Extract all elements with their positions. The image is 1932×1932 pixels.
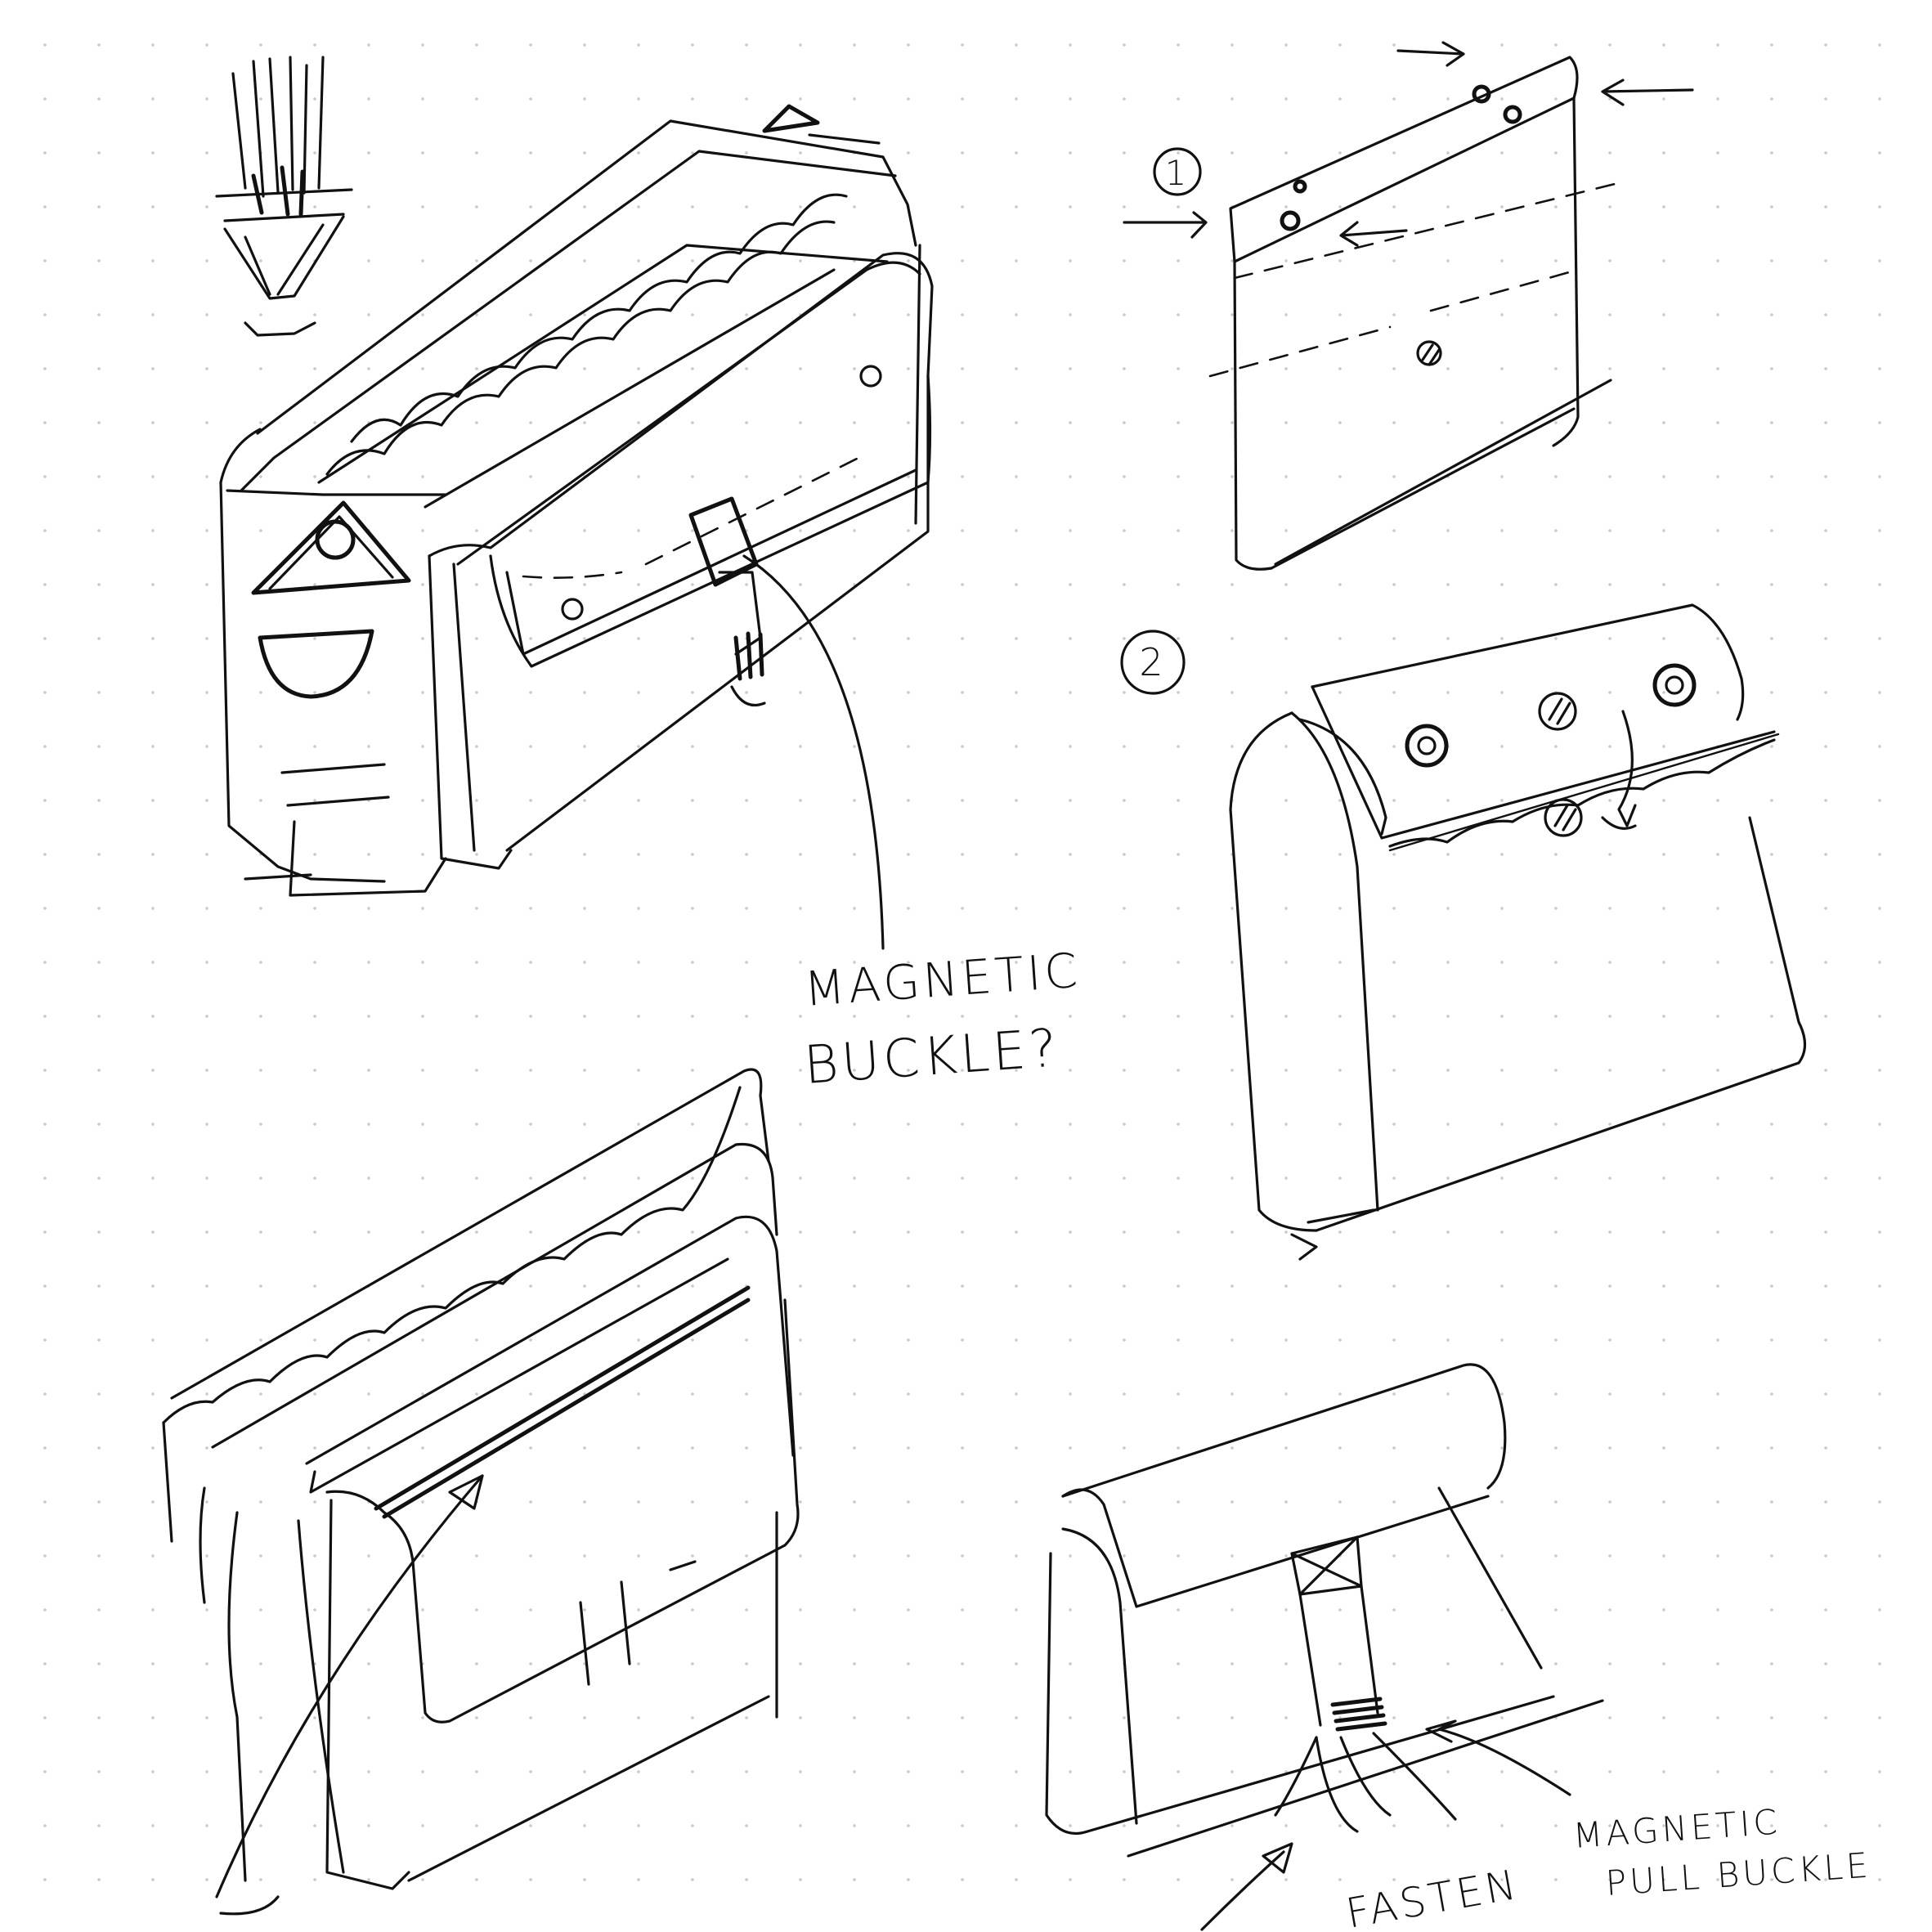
sketch-panel-1 [1123, 41, 1694, 571]
sketch-bag-2 [1229, 603, 1807, 1261]
callout-3-fasten: FASTEN [1343, 1861, 1522, 1932]
magnetic-buckle-callout: MAGNETIC BUCKLE? [742, 554, 1083, 1096]
label-2-number: 2 [1139, 640, 1166, 684]
magnetic-pull-buckle-callout: MAGNETIC PULL BUCKLE FASTEN [1343, 1801, 1872, 1932]
sketch-messenger-bag-top-left [215, 56, 934, 897]
label-2-marker: 2 [1120, 630, 1186, 695]
sketch-bag-bottom-left [162, 1068, 800, 1916]
strap-detail-sketch [215, 56, 353, 337]
callout-3-line1: MAGNETIC [1571, 1801, 1782, 1856]
label-1-number: 1 [1165, 153, 1190, 193]
label-1-marker: 1 [1153, 147, 1202, 196]
sketch-clutch-bottom-right [1045, 1363, 1604, 1931]
callout-1-line1: MAGNETIC [802, 943, 1083, 1017]
callout-1-line2: BUCKLE? [802, 1018, 1062, 1096]
callout-3-line2: PULL BUCKLE [1604, 1845, 1872, 1903]
